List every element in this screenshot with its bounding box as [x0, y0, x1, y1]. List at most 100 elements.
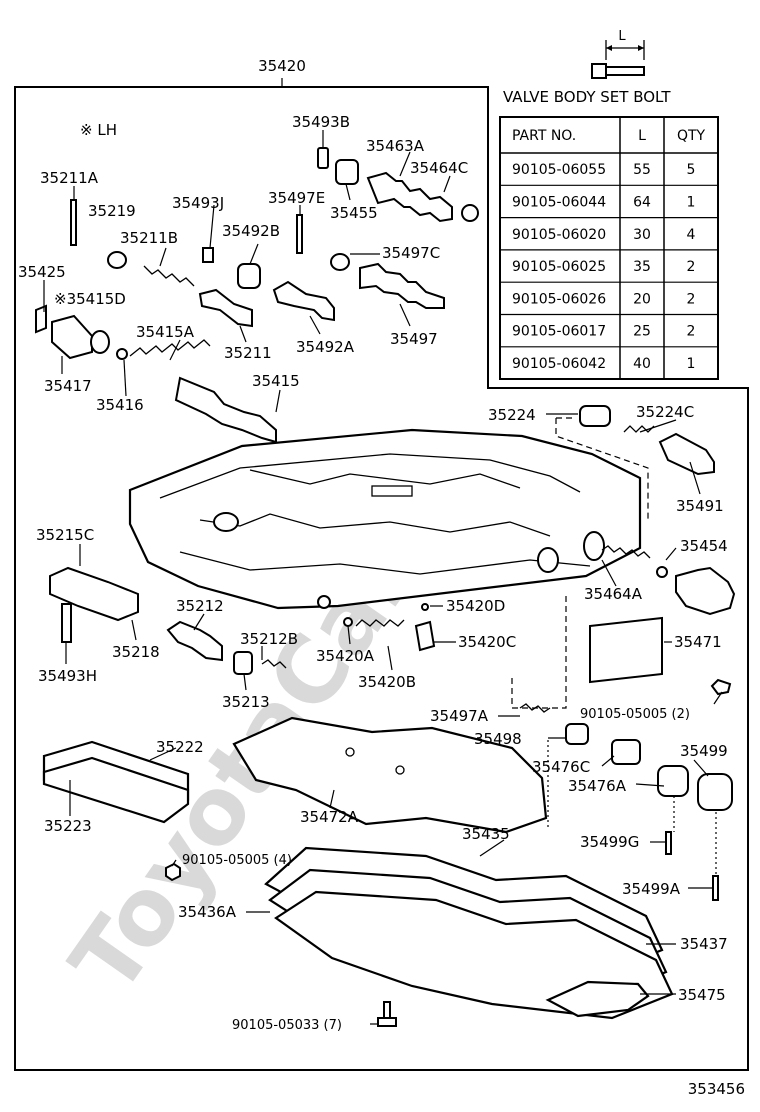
part-labels: 35493B 35463A 35464C 35455 35211A 35219 … — [18, 113, 728, 1033]
cell-part-no: 90105-06055 — [512, 162, 606, 178]
label-35425: 35425 — [18, 263, 66, 281]
label-35218: 35218 — [112, 643, 160, 661]
label-35455: 35455 — [330, 204, 378, 222]
label-35498: 35498 — [474, 730, 522, 748]
cell-qty: 4 — [687, 227, 696, 243]
label-35211b: 35211B — [120, 229, 178, 247]
cell-qty: 5 — [687, 162, 696, 178]
cell-qty: 1 — [687, 194, 696, 210]
bolt-icon — [591, 40, 645, 79]
bolt-table-title: VALVE BODY SET BOLT — [503, 88, 671, 106]
label-35215c: 35215C — [36, 526, 94, 544]
cell-part-no: 90105-06017 — [512, 324, 606, 340]
label-90105-05033-7: 90105-05033 (7) — [232, 1018, 342, 1033]
main-valve-body — [128, 428, 642, 610]
label-35212: 35212 — [176, 597, 224, 615]
label-35463a: 35463A — [366, 137, 425, 155]
cell-l: 25 — [633, 324, 651, 340]
label-35497: 35497 — [390, 330, 438, 348]
cell-part-no: 90105-06044 — [512, 194, 606, 210]
table-row: 90105-06026 20 2 — [512, 291, 695, 307]
cell-part-no: 90105-06026 — [512, 291, 606, 307]
label-35493j: 35493J — [172, 194, 224, 212]
table-row: 90105-06044 64 1 — [512, 194, 695, 210]
separator-plates — [42, 716, 674, 1027]
label-35492a: 35492A — [296, 338, 355, 356]
assembly-frame — [14, 86, 749, 1071]
label-35222: 35222 — [156, 738, 204, 756]
label-35415: 35415 — [252, 372, 300, 390]
cell-qty: 1 — [687, 356, 696, 372]
cell-qty: 2 — [687, 259, 696, 275]
label-35454: 35454 — [680, 537, 728, 555]
col-part-no: PART NO. — [512, 128, 576, 144]
label-35437: 35437 — [680, 935, 728, 953]
label-35219: 35219 — [88, 202, 136, 220]
cell-l: 55 — [633, 162, 651, 178]
table-row: 90105-06025 35 2 — [512, 259, 695, 275]
assembly-number: 35420 — [258, 57, 306, 75]
label-35497e: 35497E — [268, 189, 325, 207]
label-35223: 35223 — [44, 817, 92, 835]
label-35420d: 35420D — [446, 597, 505, 615]
label-35420c: 35420C — [458, 633, 516, 651]
lower-left-parts — [49, 566, 436, 675]
cell-part-no: 90105-06020 — [512, 227, 606, 243]
label-35471: 35471 — [674, 633, 722, 651]
label-35213: 35213 — [222, 693, 270, 711]
label-35416: 35416 — [96, 396, 144, 414]
cell-l: 64 — [633, 194, 651, 210]
label-35415d: ※35415D — [54, 290, 126, 308]
cell-part-no: 90105-06025 — [512, 259, 606, 275]
upper-valve-parts — [35, 147, 479, 444]
bolt-table: L VALVE BODY SET BOLT PART NO. L QTY 901… — [499, 29, 719, 380]
col-qty: QTY — [677, 128, 706, 144]
label-35211: 35211 — [224, 344, 272, 362]
label-90105-05005-2: 90105-05005 (2) — [580, 707, 690, 722]
label-35472a: 35472A — [300, 808, 359, 826]
label-35436a: 35436A — [178, 903, 237, 921]
label-35415a: 35415A — [136, 323, 195, 341]
label-35476a: 35476A — [568, 777, 627, 795]
label-35224c: 35224C — [636, 403, 694, 421]
label-35464c: 35464C — [410, 159, 468, 177]
cell-part-no: 90105-06042 — [512, 356, 606, 372]
drawing-number: 353456 — [688, 1080, 745, 1098]
label-35499g: 35499G — [580, 833, 639, 851]
label-35224: 35224 — [488, 406, 536, 424]
label-35499a: 35499A — [622, 880, 681, 898]
cell-qty: 2 — [687, 291, 696, 307]
table-row: 90105-06042 40 1 — [512, 356, 695, 372]
label-35492b: 35492B — [222, 222, 280, 240]
bolt-length-label: L — [618, 29, 626, 44]
label-35420b: 35420B — [358, 673, 416, 691]
label-35464a: 35464A — [584, 585, 643, 603]
label-35497a: 35497A — [430, 707, 489, 725]
label-35499: 35499 — [680, 742, 728, 760]
label-35497c: 35497C — [382, 244, 440, 262]
cell-l: 40 — [633, 356, 651, 372]
cell-qty: 2 — [687, 324, 696, 340]
label-35417: 35417 — [44, 377, 92, 395]
right-side-parts — [511, 405, 736, 901]
label-35212b: 35212B — [240, 630, 298, 648]
label-35493b: 35493B — [292, 113, 350, 131]
cell-l: 35 — [633, 259, 651, 275]
label-35475: 35475 — [678, 986, 726, 1004]
label-35420a: 35420A — [316, 647, 375, 665]
label-35476c: 35476C — [532, 758, 590, 776]
cell-l: 30 — [633, 227, 651, 243]
lh-note: ※ LH — [80, 121, 117, 139]
label-90105-05005-4: 90105-05005 (4) — [182, 853, 292, 868]
label-35435: 35435 — [462, 825, 510, 843]
col-l: L — [638, 128, 646, 144]
label-35493h: 35493H — [38, 667, 97, 685]
cell-l: 20 — [633, 291, 651, 307]
label-35211a: 35211A — [40, 169, 99, 187]
leader-lines — [43, 130, 723, 1025]
table-row: 90105-06017 25 2 — [512, 324, 695, 340]
label-35491: 35491 — [676, 497, 724, 515]
table-row: 90105-06020 30 4 — [512, 227, 696, 243]
